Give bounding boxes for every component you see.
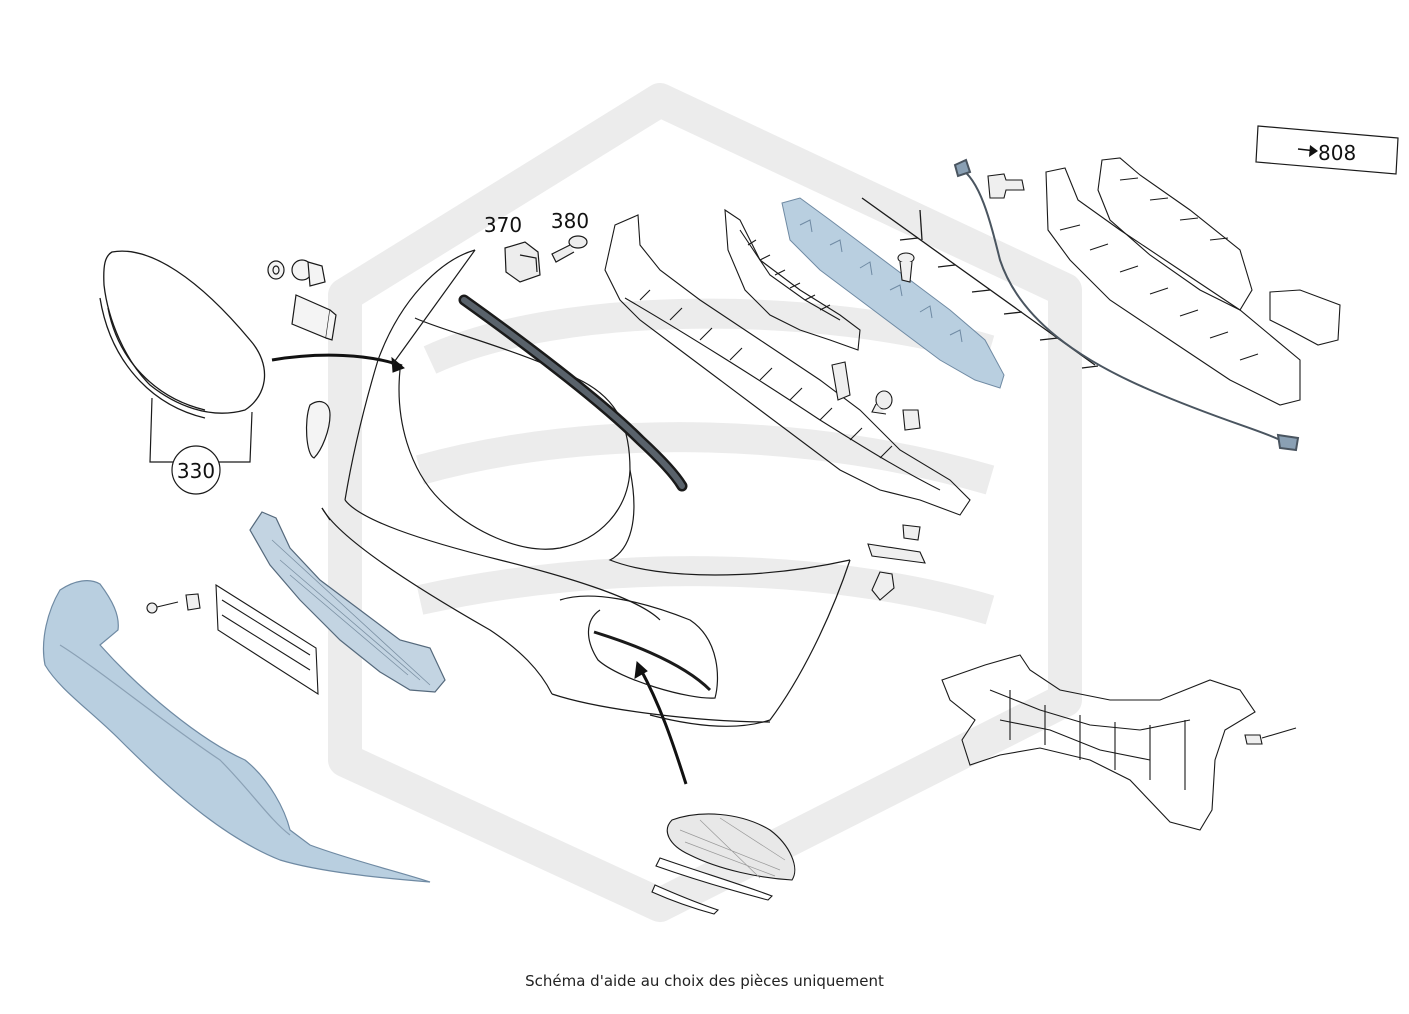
diagram-caption: Schéma d'aide au choix des pièces unique…	[525, 972, 884, 990]
bumper-cover-part	[321, 249, 851, 727]
seal-strip-part	[458, 294, 688, 492]
impact-absorber-parts	[1045, 157, 1341, 406]
watermark-logo	[328, 83, 1082, 922]
callout-330: 330	[149, 397, 253, 495]
small-fasteners	[831, 252, 926, 601]
lower-grille-strip-part	[249, 511, 446, 693]
reference-box-808: 808	[1255, 125, 1399, 175]
screw-part	[146, 593, 201, 614]
arrow-right-icon	[1297, 145, 1318, 157]
grille-frame-part	[724, 208, 861, 351]
label-808: 808	[1318, 141, 1356, 165]
carrier-bracket-part	[941, 654, 1256, 831]
reinforcement-bar-part	[781, 197, 1005, 389]
clip-part	[987, 173, 1025, 199]
sensor-parts	[267, 259, 337, 459]
license-plate-bracket-part	[215, 583, 319, 696]
label-330: 330	[177, 459, 215, 483]
label-380: 380	[551, 209, 589, 233]
front-spoiler-lip-part	[42, 580, 431, 883]
inner-support-bracket	[604, 214, 971, 516]
fastener-370	[504, 241, 541, 283]
wiring-harness-part	[953, 158, 1300, 452]
bolt-part	[1244, 727, 1297, 745]
grille-surround-part	[99, 250, 266, 419]
fog-light-grille-part	[651, 813, 796, 915]
fastener-380	[551, 235, 588, 263]
pointer-arrows	[271, 353, 688, 785]
label-370: 370	[484, 213, 522, 237]
